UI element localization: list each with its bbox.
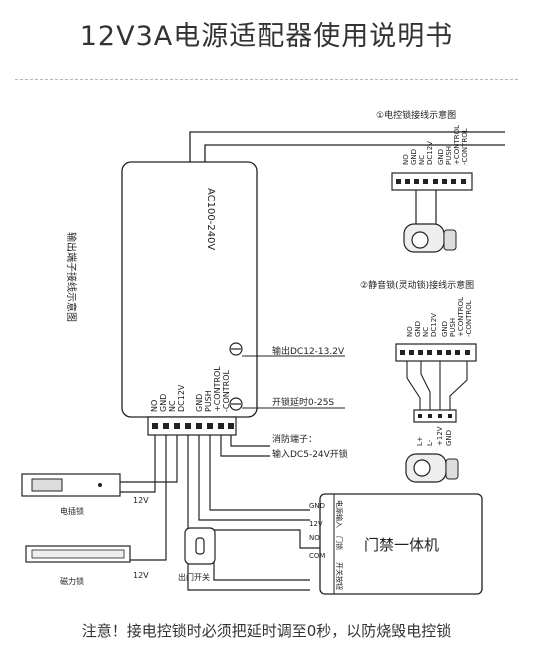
diagram1-title: ①电控锁接线示意图 bbox=[376, 109, 456, 121]
ac-input-lines bbox=[189, 131, 505, 162]
diagram1-wires bbox=[415, 190, 437, 224]
terminal-label: NO bbox=[402, 154, 410, 165]
output-voltage-label: 输出DC12-13.2V bbox=[272, 345, 345, 357]
switch-label: 开关按钮 bbox=[335, 562, 344, 590]
electric-bolt-lock bbox=[21, 473, 121, 497]
diagram2-terminal-labels: -CONTROL +CONTROL PUSH GND DC12V NC GND … bbox=[406, 297, 473, 337]
exit-button-icon bbox=[184, 527, 216, 565]
title-divider bbox=[15, 79, 518, 80]
terminal-label: NO bbox=[150, 400, 159, 412]
adapter-box bbox=[121, 161, 258, 418]
adapter-terminal-labels: -CONTROL +CONTROL PUSH GND DC12V NC GND … bbox=[150, 366, 231, 412]
diagram2-terminal-block bbox=[395, 343, 477, 362]
terminal-label: GND bbox=[410, 149, 418, 165]
output-terminals-title: 输出端子接线示意图 bbox=[65, 232, 78, 322]
terminal-label: PUSH bbox=[445, 146, 453, 165]
magnetic-lock-label: 磁力锁 bbox=[60, 576, 84, 586]
diagram2-plug bbox=[413, 409, 457, 423]
terminal-label: NO bbox=[406, 326, 414, 337]
com-port-label: COM bbox=[309, 552, 325, 560]
adapter-wires bbox=[120, 435, 320, 591]
plug-label: L+ bbox=[416, 436, 424, 446]
plug-label: L- bbox=[426, 439, 434, 446]
voltage-label-2: 12V bbox=[133, 571, 149, 580]
terminal-label: GND bbox=[441, 321, 449, 337]
footer-note: 注意！接电控锁时必须把延时调至0秒，以防烧毁电控锁 bbox=[81, 622, 452, 640]
terminal-label: DC12V bbox=[430, 313, 438, 337]
access-controller-label: 门禁一体机 bbox=[364, 536, 439, 554]
delay-label: 开锁延时0-25S bbox=[272, 396, 334, 408]
plug-label: +12V bbox=[436, 426, 444, 446]
adapter-terminal-block bbox=[147, 416, 237, 436]
terminal-label: DC12V bbox=[426, 141, 434, 165]
terminal-label: -CONTROL bbox=[465, 300, 473, 337]
terminal-label: NC bbox=[418, 155, 426, 165]
terminal-label: +CONTROL bbox=[457, 297, 465, 337]
power-input-label: 电源输入 bbox=[335, 500, 344, 528]
terminal-label: GND bbox=[437, 149, 445, 165]
input-voltage-label: 输入DC5-24V开锁 bbox=[272, 448, 348, 460]
electric-lock-label: 电插锁 bbox=[60, 506, 84, 516]
voltage-potentiometer bbox=[229, 342, 243, 356]
access-controller-box bbox=[319, 493, 483, 595]
magnetic-lock bbox=[25, 545, 131, 563]
diagram2-title: ②静音锁(灵动锁)接线示意图 bbox=[360, 279, 474, 291]
voltage-label-1: 12V bbox=[133, 496, 149, 505]
delay-potentiometer bbox=[229, 397, 243, 411]
terminal-label: PUSH bbox=[449, 318, 457, 337]
terminal-label: NC bbox=[168, 400, 177, 412]
ac-voltage-label: AC100-240V bbox=[205, 188, 216, 250]
page-title: 12V3A电源适配器使用说明书 bbox=[79, 21, 454, 52]
diagram2-wires bbox=[406, 361, 468, 410]
door-label: 门锁 bbox=[335, 536, 344, 550]
12v-port-label: 12V bbox=[309, 520, 323, 528]
terminal-label: GND bbox=[195, 394, 204, 412]
diagram1-lock-icon bbox=[403, 223, 457, 253]
diagram1-terminal-block bbox=[391, 172, 473, 191]
no-port-label: NO bbox=[309, 534, 320, 542]
terminal-label: -CONTROL bbox=[222, 370, 231, 412]
terminal-label: GND bbox=[414, 321, 422, 337]
terminal-label: NC bbox=[422, 327, 430, 337]
terminal-label: +CONTROL bbox=[453, 125, 461, 165]
fire-terminal-label: 消防端子： bbox=[272, 433, 317, 445]
terminal-label: PUSH bbox=[204, 390, 213, 412]
terminal-label: GND bbox=[159, 394, 168, 412]
diagram2-lock-icon bbox=[405, 453, 459, 483]
terminal-label: -CONTROL bbox=[461, 128, 469, 165]
gnd-port-label: GND bbox=[309, 502, 325, 510]
diagram1-terminal-labels: -CONTROL +CONTROL PUSH GND DC12V NC GND … bbox=[402, 125, 469, 165]
terminal-label: +CONTROL bbox=[213, 366, 222, 412]
plug-label: GND bbox=[445, 430, 453, 446]
terminal-label: DC12V bbox=[177, 384, 186, 412]
exit-button-label: 出门开关 bbox=[178, 572, 210, 582]
